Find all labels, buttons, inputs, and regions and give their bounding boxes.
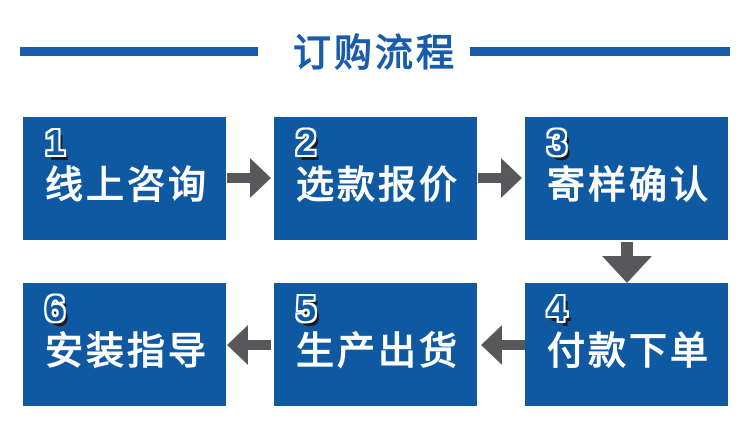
step-label: 线上咨询 [45,165,210,207]
step-label: 付款下单 [547,331,712,373]
step-label: 选款报价 [296,165,461,207]
step-number: 6 [45,288,66,329]
step-box-3: 3 寄样确认 [525,117,728,240]
step-box-6: 6 安装指导 [23,283,226,406]
step-number: 5 [296,288,317,329]
step-number: 4 [547,288,568,329]
step-label: 寄样确认 [547,165,712,207]
step-box-5: 5 生产出货 [274,283,477,406]
step-number: 3 [547,122,568,163]
arrow-left-icon [227,325,271,365]
arrow-left-icon [481,325,525,365]
step-number: 2 [296,122,317,163]
step-box-2: 2 选款报价 [274,117,477,240]
page-title: 订购流程 [292,33,457,75]
title-rule-right [470,47,730,56]
arrow-right-icon [478,158,522,198]
step-number: 1 [45,122,66,163]
arrow-down-icon [602,242,652,283]
title-rule-left [20,47,258,56]
arrow-right-icon [227,158,271,198]
step-label: 安装指导 [45,331,210,373]
step-box-4: 4 付款下单 [525,283,728,406]
step-box-1: 1 线上咨询 [23,117,226,240]
step-label: 生产出货 [296,331,461,373]
